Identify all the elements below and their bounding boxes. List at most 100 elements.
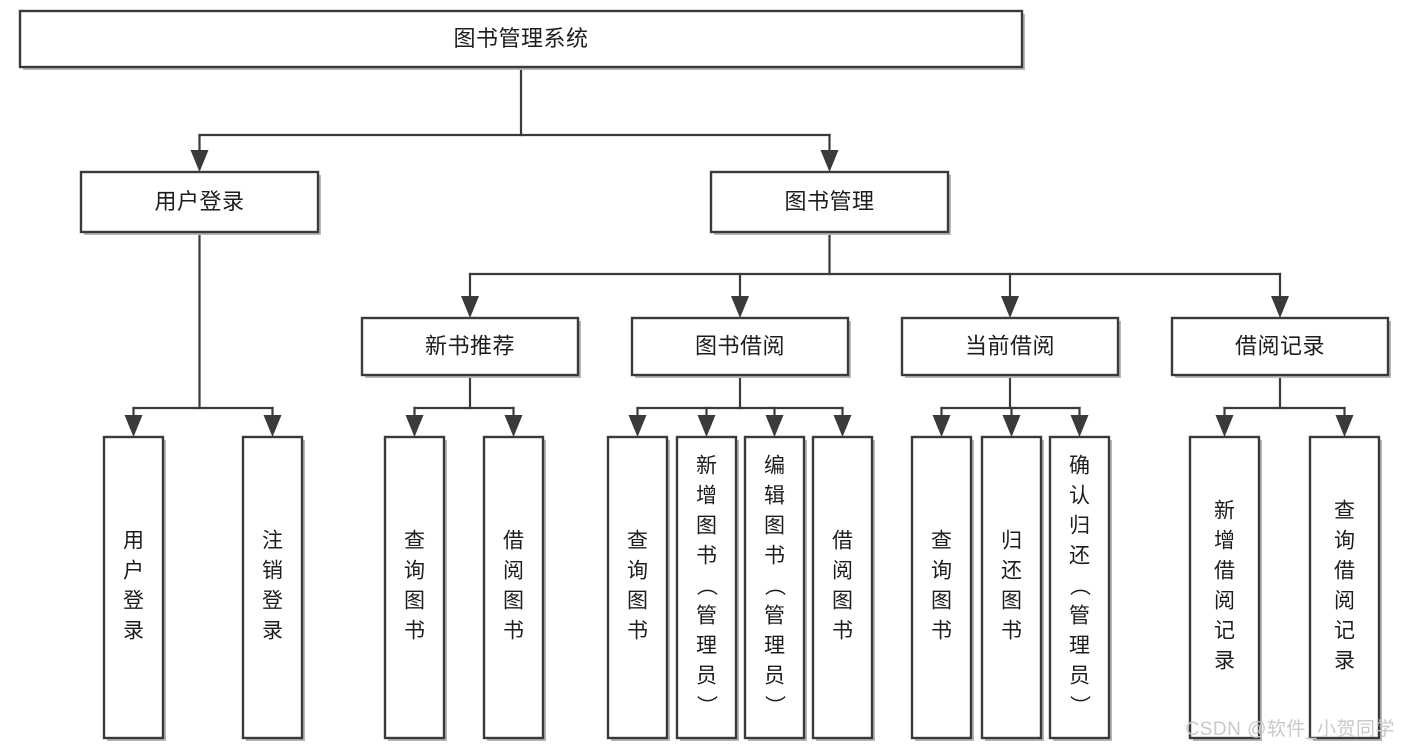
leaf-label-glyph: 图 (832, 590, 853, 613)
leaf-label-glyph: 增 (696, 485, 717, 508)
leaf-label-glyph: 图 (503, 590, 524, 613)
leaf-label-glyph: 录 (262, 620, 283, 643)
node-book-management-label: 图书管理 (784, 189, 874, 214)
leaf-label-glyph: 图 (404, 590, 425, 613)
leaf-leaf-borrow-book-2-box[interactable] (811, 435, 874, 740)
leaf-label-glyph: ） (695, 695, 718, 716)
leaf-label-glyph: 登 (123, 590, 144, 613)
arrow-head-icon (765, 415, 784, 437)
leaf-leaf-query-record-box[interactable] (1308, 435, 1381, 740)
leaf-label-glyph: 询 (627, 560, 648, 583)
leaf-leaf-query-book-1-box[interactable] (383, 435, 446, 740)
leaf-label-glyph: 图 (627, 590, 648, 613)
node-root-label: 图书管理系统 (453, 26, 588, 51)
leaf-label-glyph: 询 (404, 560, 425, 583)
node-book-management-box[interactable] (709, 170, 950, 234)
arrow-head-icon (697, 415, 716, 437)
leaf-label-glyph: 员 (764, 665, 785, 688)
leaf-label-glyph: ） (763, 695, 786, 716)
leaf-leaf-return-book-box[interactable] (980, 435, 1043, 740)
leaf-label-glyph: 书 (832, 620, 853, 643)
leaf-label-glyph: 查 (931, 530, 952, 553)
leaf-label-glyph: 书 (404, 620, 425, 643)
leaf-label-glyph: ） (1068, 695, 1091, 716)
leaf-label-glyph: 询 (931, 560, 952, 583)
node-borrow-record-box[interactable] (1170, 316, 1390, 377)
leaf-label-glyph: 户 (123, 560, 144, 583)
leaf-leaf-user-login-box[interactable] (102, 435, 165, 740)
leaf-label-glyph: 用 (123, 530, 144, 553)
leaf-label-glyph: 理 (764, 635, 785, 658)
leaf-label-glyph: 书 (627, 620, 648, 643)
leaf-label-glyph: 书 (1001, 620, 1022, 643)
leaf-leaf-borrow-book-1-box[interactable] (482, 435, 545, 740)
leaf-label-glyph: （ (763, 575, 786, 596)
leaf-leaf-add-record-box[interactable] (1188, 435, 1261, 740)
leaf-label-glyph: 查 (1334, 500, 1355, 523)
leaf-label-glyph: 理 (696, 635, 717, 658)
arrow-head-icon (405, 415, 424, 437)
leaf-label-glyph: 新 (1214, 500, 1235, 523)
leaf-label-glyph: 管 (696, 605, 717, 628)
node-user-login-box[interactable] (79, 170, 320, 234)
leaf-label-glyph: 图 (931, 590, 952, 613)
leaf-label-glyph: 新 (696, 455, 717, 478)
leaf-label-glyph: 录 (123, 620, 144, 643)
arrow-head-icon (932, 415, 951, 437)
leaf-leaf-user-logout-box[interactable] (241, 435, 304, 740)
leaf-label-glyph: 编 (764, 455, 785, 478)
arrow-head-icon (1002, 415, 1021, 437)
leaf-label-glyph: 阅 (503, 560, 524, 583)
leaf-label-glyph: 管 (1069, 605, 1090, 628)
leaf-label-glyph: （ (695, 575, 718, 596)
leaf-leaf-query-book-3-box[interactable] (910, 435, 973, 740)
leaf-label-glyph: 书 (696, 545, 717, 568)
connectors-layer (124, 65, 1354, 437)
node-new-book-recommend-box[interactable] (360, 316, 580, 377)
leaf-label-glyph: 归 (1069, 515, 1090, 538)
leaf-leaf-query-book-2-box[interactable] (606, 435, 669, 740)
leaf-label-glyph: 销 (262, 560, 283, 583)
leaf-label-glyph: （ (1068, 575, 1091, 596)
leaf-label-glyph: 辑 (764, 485, 785, 508)
leaf-leaf-user-login-label: 用户登录 (123, 530, 144, 643)
leaf-label-glyph: 阅 (1334, 590, 1355, 613)
leaf-label-glyph: 借 (503, 530, 524, 553)
leaf-leaf-confirm-return-box[interactable] (1048, 435, 1111, 740)
leaf-label-glyph: 图 (696, 515, 717, 538)
arrow-head-icon (1001, 296, 1019, 318)
arrow-head-icon (820, 150, 839, 172)
arrow-head-icon (461, 296, 479, 318)
arrow-head-icon (1335, 415, 1354, 437)
leaf-label-glyph: 还 (1069, 545, 1090, 568)
node-current-borrow-label: 当前借阅 (965, 333, 1055, 358)
arrow-head-icon (1070, 415, 1089, 437)
node-book-borrow-label: 图书借阅 (695, 333, 785, 358)
leaf-label-glyph: 借 (1334, 560, 1355, 583)
arrow-head-icon (190, 150, 209, 172)
leaf-label-glyph: 查 (404, 530, 425, 553)
arrow-head-icon (731, 296, 749, 318)
arrow-head-icon (1271, 296, 1289, 318)
node-current-borrow-box[interactable] (900, 316, 1120, 377)
leaf-label-glyph: 书 (764, 545, 785, 568)
node-root-box[interactable] (18, 9, 1024, 69)
leaf-leaf-edit-book-box[interactable] (743, 435, 806, 740)
leaf-label-glyph: 还 (1001, 560, 1022, 583)
node-user-login-label: 用户登录 (154, 189, 244, 214)
arrow-head-icon (1215, 415, 1234, 437)
leaf-label-glyph: 借 (832, 530, 853, 553)
leaf-label-glyph: 记 (1214, 620, 1235, 643)
node-book-borrow-box[interactable] (630, 316, 850, 377)
leaf-label-glyph: 书 (931, 620, 952, 643)
leaf-label-glyph: 登 (262, 590, 283, 613)
leaf-leaf-add-book-box[interactable] (675, 435, 738, 740)
